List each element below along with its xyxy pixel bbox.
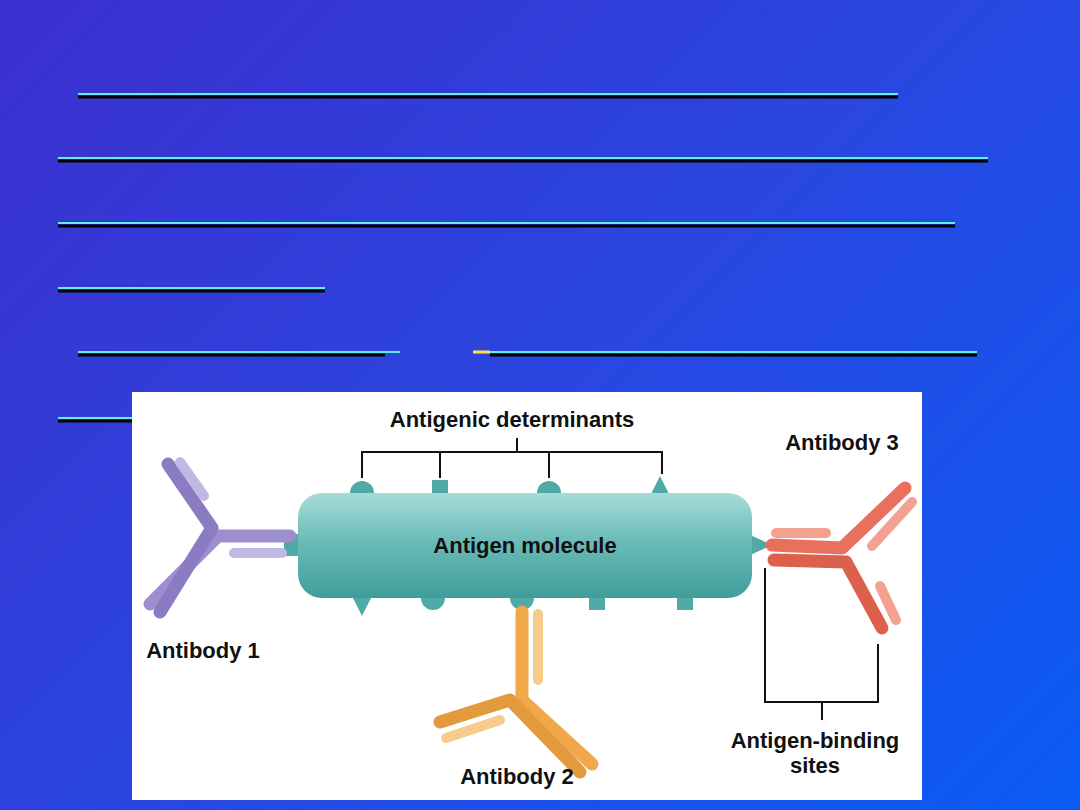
antigenic-determinants (284, 476, 772, 616)
antibody-3 (772, 488, 912, 628)
figure-label: Antigenic determinants (390, 407, 634, 432)
blank-text-lines (58, 94, 988, 421)
antigen-body: Antigen molecule (298, 493, 752, 598)
figure-label: Antibody 2 (460, 764, 574, 789)
determinants-bracket (362, 438, 662, 478)
binding-sites-bracket (765, 568, 878, 720)
antibody-2 (440, 612, 592, 772)
figure-label: Antibody 1 (146, 638, 260, 663)
antibody-1 (150, 462, 290, 612)
figure-panel (132, 392, 922, 800)
figure-label: Antibody 3 (785, 430, 899, 455)
figure-label: Antigen-binding sites (710, 728, 920, 779)
node-label: Antigen molecule (433, 533, 616, 559)
